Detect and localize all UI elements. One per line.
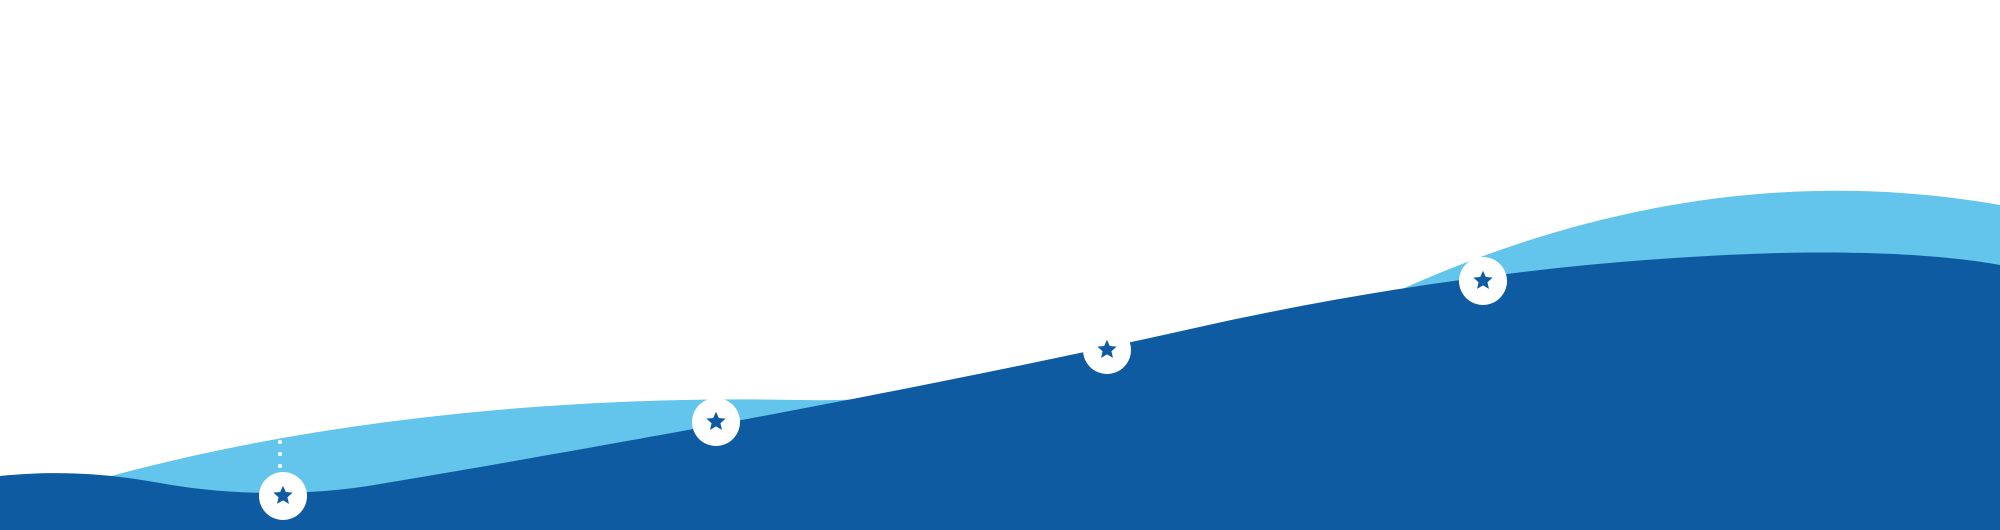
dotted-connector	[277, 440, 283, 470]
milestone-marker-1[interactable]	[259, 472, 307, 520]
star-icon	[1473, 270, 1493, 289]
star-icon	[273, 485, 293, 504]
star-icon	[706, 411, 726, 430]
milestone-marker-4[interactable]	[1459, 257, 1507, 305]
dark-wave	[0, 252, 2000, 530]
milestone-marker-2[interactable]	[692, 398, 740, 446]
star-icon	[1097, 339, 1117, 358]
milestone-marker-3[interactable]	[1083, 326, 1131, 374]
